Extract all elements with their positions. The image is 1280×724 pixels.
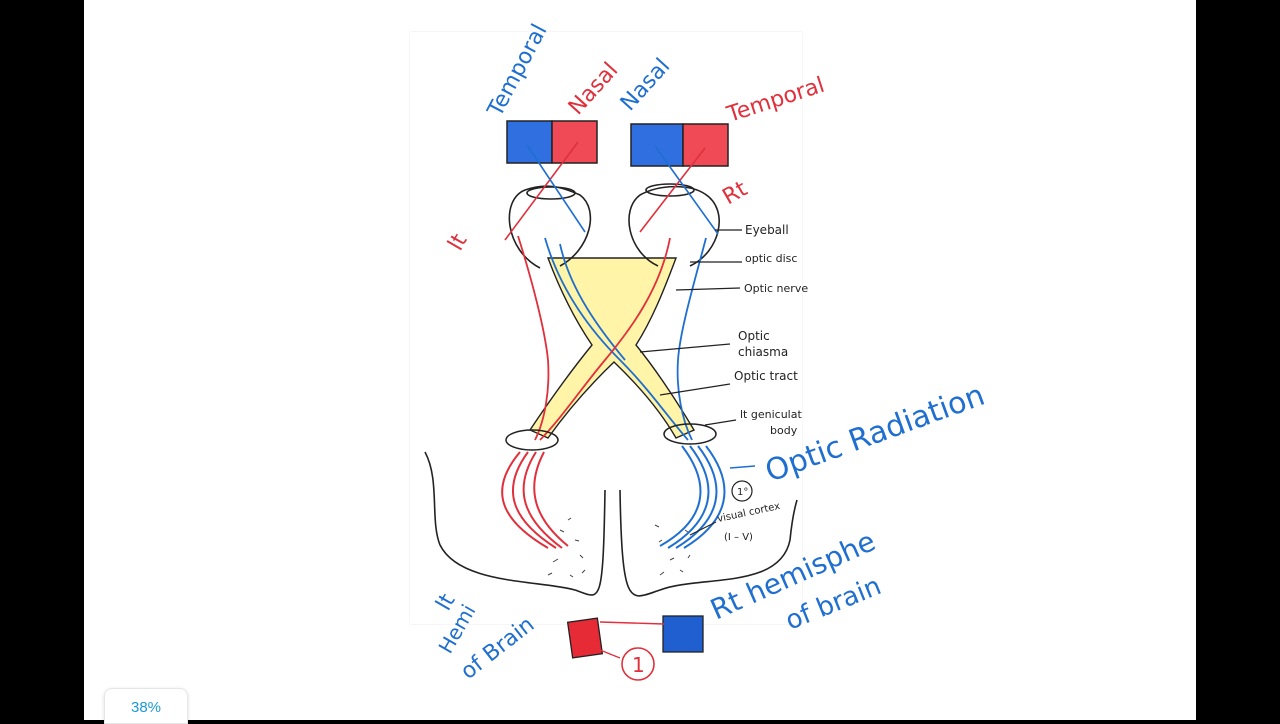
bottom-connector-2 xyxy=(599,649,621,659)
label-right-eye: Rt xyxy=(719,176,753,210)
left-eye-temporal-field xyxy=(506,120,553,164)
right-eye-nasal-field xyxy=(630,123,684,167)
optic-pathway-shading xyxy=(528,257,696,439)
left-eye-nasal-field xyxy=(551,120,598,164)
left-eyeball xyxy=(508,185,592,269)
label-optic-nerve: Optic nerve xyxy=(744,282,808,295)
nasal-fibres xyxy=(517,235,707,441)
right-optic-radiation xyxy=(659,445,726,549)
field-to-retina-arrows xyxy=(504,141,719,241)
label-left-eye: lt xyxy=(444,229,473,255)
brain-outline xyxy=(424,451,798,597)
right-eyeball xyxy=(628,183,720,267)
lateral-geniculate-bodies xyxy=(505,423,717,451)
visual-cortex-dots xyxy=(547,517,691,578)
label-optic-disc: optic disc xyxy=(745,252,797,265)
label-optic-chiasma-2: chiasma xyxy=(738,345,788,359)
label-nasal-right: Nasal xyxy=(616,54,675,116)
note-page-extension xyxy=(390,625,846,720)
note-circle xyxy=(731,480,753,502)
label-pointers xyxy=(639,229,756,469)
zoom-level-indicator[interactable]: 38% xyxy=(104,688,188,724)
label-optic-tract: Optic tract xyxy=(734,369,798,383)
bottom-connector xyxy=(599,621,665,625)
label-eyeball: Eyeball xyxy=(745,223,789,237)
bottom-red-square xyxy=(566,617,604,659)
label-visual-cortex-2: (I – V) xyxy=(724,532,753,543)
note-circle-text: 1° xyxy=(737,487,748,498)
right-eye-temporal-field xyxy=(682,123,729,167)
label-temporal-left: Temporal xyxy=(483,20,553,122)
label-temporal-right: Temporal xyxy=(723,73,827,128)
cortex-pointer xyxy=(689,521,717,536)
label-optic-chiasma-1: Optic xyxy=(738,329,770,343)
bottom-circle-number: 1 xyxy=(632,653,645,677)
left-optic-radiation xyxy=(501,451,569,549)
bottom-circle xyxy=(621,647,655,681)
label-visual-cortex-1: visual cortex xyxy=(716,501,781,525)
bottom-blue-square xyxy=(662,615,704,653)
label-nasal-left: Nasal xyxy=(564,58,623,120)
label-lgb-1: lt geniculat xyxy=(740,408,802,421)
label-lgb-2: body xyxy=(770,424,798,437)
visual-field-squares xyxy=(506,120,729,167)
